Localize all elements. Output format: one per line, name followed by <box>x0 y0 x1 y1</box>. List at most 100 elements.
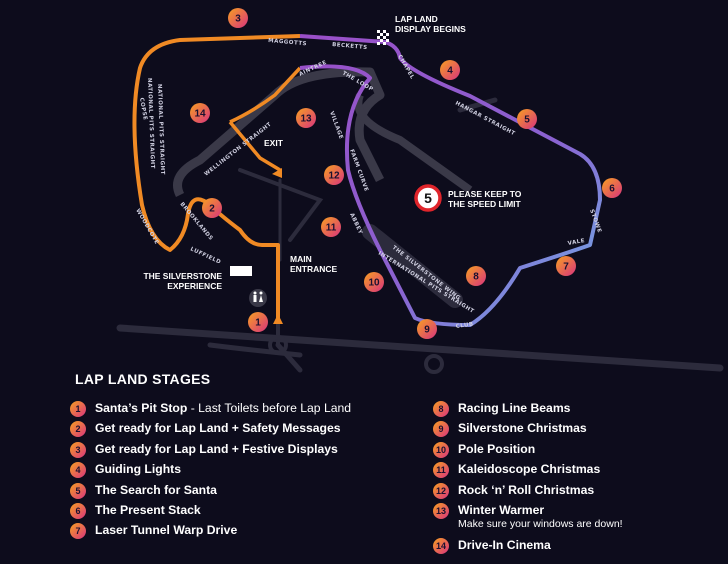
legend-label: Guiding Lights <box>95 462 181 477</box>
legend-item: 12 Rock ‘n’ Roll Christmas <box>433 482 600 502</box>
legend-number-badge: 7 <box>70 523 86 540</box>
legend-item: 9 Silverstone Christmas <box>433 420 600 440</box>
legend-label: Rock ‘n’ Roll Christmas <box>458 482 595 497</box>
legend-item: 1 Santa’s Pit Stop - Last Toilets before … <box>70 400 351 420</box>
corner-club: CLUB <box>455 322 474 330</box>
corner-national-pits-2: NATIONAL PITS STRAIGHT <box>156 84 165 175</box>
legend-left-column: 1 Santa’s Pit Stop - Last Toilets before … <box>70 400 351 543</box>
checkered-flag-icon <box>377 30 389 45</box>
silverstone-experience-line2: EXPERIENCE <box>167 281 222 291</box>
legend-number-badge: 9 <box>433 421 449 438</box>
stage-marker-number: 11 <box>326 223 337 234</box>
legend-item: 4 Guiding Lights <box>70 461 351 481</box>
legend-text: Guiding Lights <box>95 461 181 478</box>
legend-label: Silverstone Christmas <box>458 421 587 436</box>
legend-number-badge: 13 <box>433 502 449 519</box>
stage-marker-5: 5 <box>517 109 537 129</box>
roundabout <box>268 335 288 355</box>
stage-marker-7: 7 <box>556 256 576 276</box>
legend-text: Kaleidoscope Christmas <box>458 461 600 478</box>
speed-limit-sign <box>414 184 442 212</box>
exit-label: EXIT <box>264 138 284 148</box>
stage-marker-12: 12 <box>324 165 344 185</box>
legend-label: Pole Position <box>458 441 536 456</box>
circuit-map: LAP LAND DISPLAY BEGINS MAGGOTTS BECKETT… <box>116 8 724 374</box>
silverstone-experience-building <box>230 266 252 276</box>
legend-subtext: Make sure your windows are down! <box>458 517 623 530</box>
legend-text: The Present Stack <box>95 502 201 519</box>
stage-marker-2: 2 <box>202 198 222 218</box>
legend-extra: - Last Toilets before Lap Land <box>187 401 352 415</box>
legend-item: 7 Laser Tunnel Warp Drive <box>70 522 351 542</box>
stage-marker-number: 12 <box>328 171 340 182</box>
speed-limit-text-2: THE SPEED LIMIT <box>448 199 522 209</box>
legend-label: Drive-In Cinema <box>458 537 551 552</box>
legend-number-badge: 14 <box>433 537 449 554</box>
stage-marker-number: 4 <box>447 66 453 77</box>
legend-label: Kaleidoscope Christmas <box>458 462 601 477</box>
background-roads <box>116 97 724 373</box>
stage-marker-number: 3 <box>235 14 241 25</box>
corner-woodcote: WOODCOTE <box>134 208 159 246</box>
speed-limit-number: 5 <box>424 190 432 206</box>
lap-land-begins-line1: LAP LAND <box>395 14 438 24</box>
stage-marker-number: 6 <box>609 184 615 195</box>
legend-title: LAP LAND STAGES <box>75 371 211 387</box>
corner-vale: VALE <box>567 238 585 247</box>
roundabout <box>424 354 444 374</box>
legend-label: Racing Line Beams <box>458 401 571 415</box>
main-entrance-line1: MAIN <box>290 254 312 264</box>
main-entrance-line2: ENTRANCE <box>290 264 338 274</box>
legend-number-badge: 10 <box>433 441 449 458</box>
legend-text: The Search for Santa <box>95 482 217 499</box>
legend-label: The Search for Santa <box>95 482 217 497</box>
route-orange-inner <box>228 66 302 172</box>
legend-label: Santa’s Pit Stop <box>95 401 188 415</box>
route-purple <box>299 34 602 327</box>
toilets-icon <box>249 289 267 307</box>
legend-label: The Present Stack <box>95 502 201 517</box>
exit-arrow <box>272 168 282 178</box>
legend-number-badge: 1 <box>70 401 86 417</box>
legend-number-badge: 4 <box>70 462 86 479</box>
stage-marker-8: 8 <box>466 266 486 286</box>
corner-copse: COPSE <box>138 97 148 121</box>
corner-luffield: LUFFIELD <box>189 246 222 265</box>
legend-label: Laser Tunnel Warp Drive <box>95 523 238 538</box>
silverstone-experience-line1: THE SILVERSTONE <box>143 271 222 281</box>
legend-text: Rock ‘n’ Roll Christmas <box>458 482 594 499</box>
legend-number-badge: 2 <box>70 421 86 438</box>
legend-text: Laser Tunnel Warp Drive <box>95 522 237 539</box>
legend-number-badge: 11 <box>433 462 449 479</box>
stage-marker-6: 6 <box>602 178 622 198</box>
legend-text: Get ready for Lap Land + Festive Display… <box>95 441 338 458</box>
stage-marker-number: 1 <box>255 318 261 329</box>
legend-label: Get ready for Lap Land + Safety Messages <box>95 421 341 436</box>
corner-abbey: ABBEY <box>348 212 363 236</box>
legend-number-badge: 3 <box>70 441 86 458</box>
speed-limit-text-1: PLEASE KEEP TO <box>448 189 522 199</box>
corner-national-pits-1: NATIONAL PITS STRAIGHT <box>146 78 155 169</box>
legend-item: 11 Kaleidoscope Christmas <box>433 461 600 481</box>
corner-becketts: BECKETTS <box>332 42 368 51</box>
legend-text: Racing Line Beams <box>458 400 570 417</box>
legend-item: 14 Drive-In Cinema <box>433 537 600 557</box>
stage-marker-number: 7 <box>563 262 569 273</box>
legend-item: 3 Get ready for Lap Land + Festive Displa… <box>70 441 351 461</box>
legend-text: Drive-In Cinema <box>458 537 551 554</box>
stage-marker-14: 14 <box>190 103 210 123</box>
stage-marker-3: 3 <box>228 8 248 28</box>
legend-text: Silverstone Christmas <box>458 420 587 437</box>
stage-marker-4: 4 <box>440 60 460 80</box>
legend-label: Get ready for Lap Land + Festive Display… <box>95 441 338 456</box>
stage-marker-number: 2 <box>209 204 215 215</box>
stage-marker-number: 5 <box>524 115 530 126</box>
legend-number-badge: 12 <box>433 482 449 499</box>
stage-marker-number: 13 <box>300 114 312 125</box>
corner-international-pits: INTERNATIONAL PITS STRAIGHT <box>377 251 475 315</box>
